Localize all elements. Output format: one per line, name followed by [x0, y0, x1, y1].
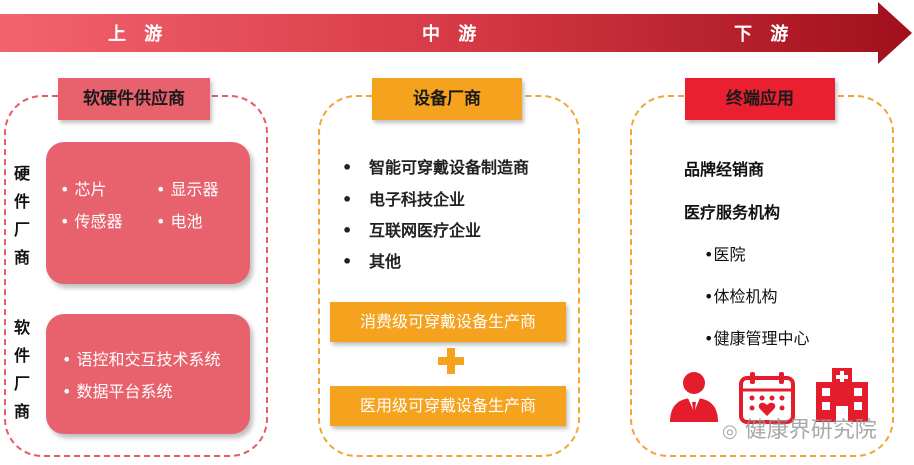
software-box — [46, 314, 250, 434]
midstream-bullet: • 互联网医疗企业 — [342, 221, 481, 240]
midstream-header: 设备厂商 — [372, 78, 522, 120]
plus-icon — [438, 348, 464, 374]
calendar-icon — [739, 372, 795, 424]
label-char: 硬 — [13, 164, 30, 183]
sub-item-health-center: •健康管理中心 — [704, 329, 810, 348]
midstream-bullet: • 智能可穿戴设备制造商 — [342, 158, 529, 177]
downstream-header: 终端应用 — [685, 78, 835, 120]
watermark-text: 健康界研究院 — [744, 418, 877, 443]
label-char: 件 — [13, 192, 30, 211]
midstream-bullet: • 其他 — [342, 252, 401, 271]
software-item: • 语控和交互技术系统 — [62, 350, 221, 369]
hardware-vendor-label: 硬 件 厂 商 — [12, 160, 32, 272]
brand-distributor: 品牌经销商 — [684, 160, 765, 179]
hardware-item: • 芯片 — [60, 180, 107, 199]
consumer-grade-manufacturer: 消费级可穿戴设备生产商 — [330, 302, 566, 342]
wechat-icon: ◎ — [722, 421, 738, 442]
hardware-item: • 显示器 — [156, 180, 219, 199]
software-item: • 数据平台系统 — [62, 382, 173, 401]
medical-institution: 医疗服务机构 — [684, 203, 781, 222]
sub-item-hospital: •医院 — [704, 245, 746, 264]
hardware-item: • 电池 — [156, 212, 203, 231]
software-vendor-label: 软 件 厂 商 — [12, 314, 32, 426]
medical-grade-manufacturer: 医用级可穿戴设备生产商 — [330, 386, 566, 426]
hospital-building-icon — [816, 368, 868, 422]
watermark: ◎ 健康界研究院 — [722, 412, 877, 444]
doctor-icon — [670, 372, 718, 422]
label-char: 厂 — [13, 220, 30, 239]
upstream-header: 软硬件供应商 — [58, 78, 210, 120]
stage-upstream: 上 游 — [108, 24, 169, 45]
sub-item-checkup: •体检机构 — [704, 287, 778, 306]
stage-midstream: 中 游 — [422, 24, 483, 45]
value-chain-arrow — [0, 2, 912, 64]
hardware-box — [46, 142, 250, 284]
label-char: 厂 — [13, 374, 30, 393]
label-char: 商 — [13, 402, 30, 421]
label-char: 软 — [13, 318, 30, 337]
stage-downstream: 下 游 — [734, 24, 795, 45]
label-char: 件 — [13, 346, 30, 365]
hardware-item: • 传感器 — [60, 212, 123, 231]
midstream-bullet: • 电子科技企业 — [342, 190, 465, 209]
label-char: 商 — [13, 248, 30, 267]
